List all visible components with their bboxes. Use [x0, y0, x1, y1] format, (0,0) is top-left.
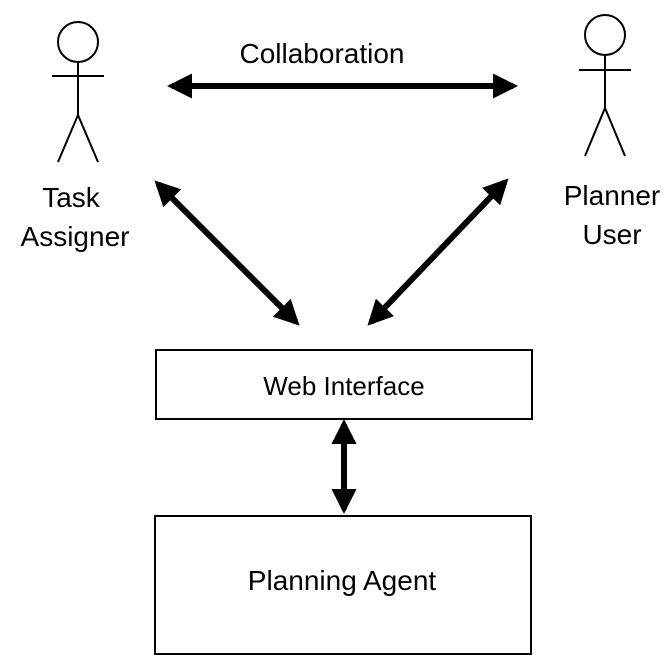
task-assigner-label-line1: Task: [42, 182, 101, 213]
planner-to-web-arrow: [367, 178, 509, 326]
web-interface-label: Web Interface: [263, 371, 424, 401]
assigner-to-web-arrow: [154, 180, 300, 326]
collaboration-label: Collaboration: [240, 38, 405, 69]
web-interface-box: [155, 349, 533, 420]
planning-agent-label: Planning Agent: [248, 565, 437, 596]
planner-user-label-line2: User: [582, 219, 641, 250]
task-assigner-actor-icon: [52, 21, 104, 163]
planner-user-actor-icon: [579, 14, 631, 157]
task-assigner-label-line2: Assigner: [21, 221, 130, 252]
planner-user-label-line1: Planner: [564, 180, 661, 211]
planning-agent-box: [154, 515, 532, 655]
